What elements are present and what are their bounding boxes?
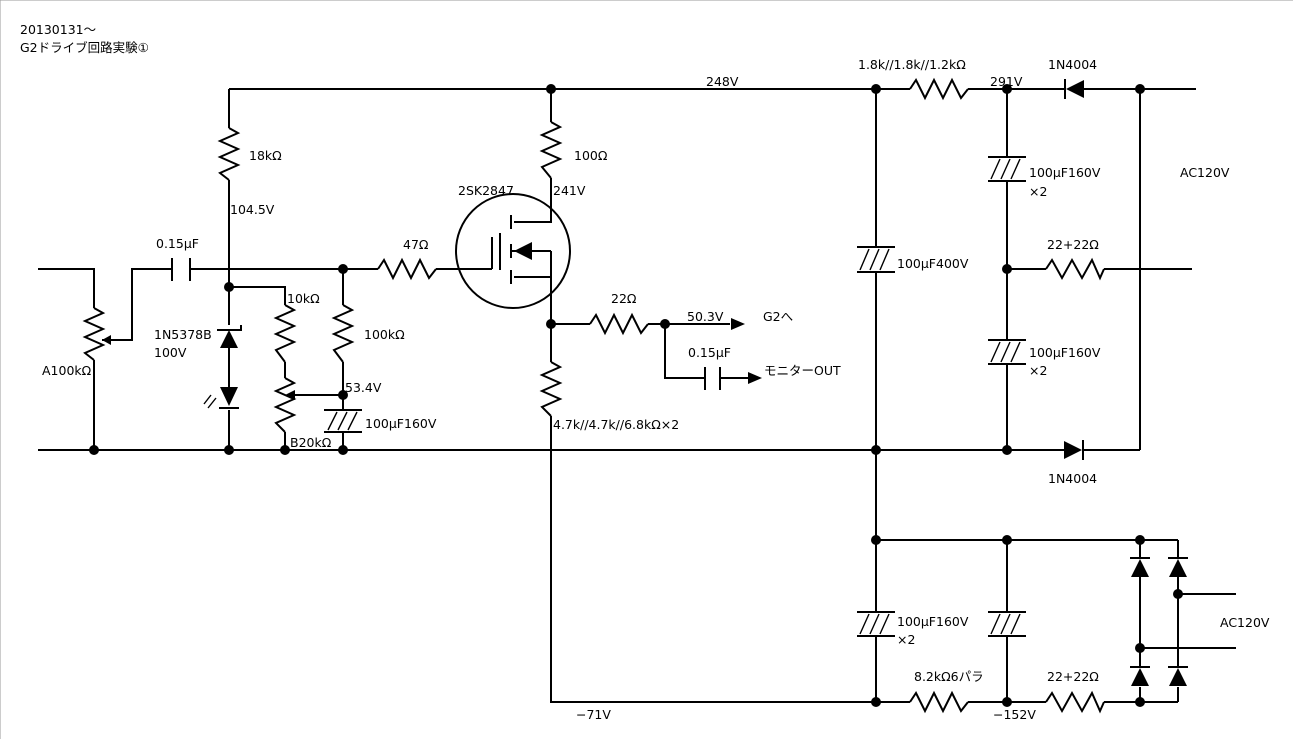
label-pot: A100kΩ xyxy=(42,363,92,378)
bridge-diode-4 xyxy=(1168,666,1188,686)
label-22-22-bottom: 22+22Ω xyxy=(1047,669,1099,684)
junctions xyxy=(89,84,1183,707)
label-cap-top-1: 100μF160V xyxy=(1029,165,1101,180)
label-source-resistor: 4.7k//4.7k//6.8kΩ×2 xyxy=(553,417,679,432)
label-monitor: モニターOUT xyxy=(764,363,841,378)
capacitor-monitor xyxy=(704,367,721,390)
capacitor-input xyxy=(171,258,191,281)
resistor-22-22-bot xyxy=(1045,690,1105,714)
label-diode-bottom: 1N4004 xyxy=(1048,471,1097,486)
resistor-22-22-top xyxy=(1045,257,1105,281)
bridge-diode-2 xyxy=(1168,557,1188,577)
capacitor-neg-left xyxy=(857,611,895,637)
label-cap-400v: 100μF400V xyxy=(897,256,969,271)
label-22ohm: 22Ω xyxy=(611,291,637,306)
resistor-8.2k xyxy=(909,690,969,714)
label-47ohm: 47Ω xyxy=(403,237,429,252)
label-neg-71v: −71V xyxy=(576,707,611,722)
capacitor-400v xyxy=(857,246,895,273)
mosfet-2sk2847 xyxy=(455,193,571,309)
resistor-100k xyxy=(331,304,355,363)
label-104v: 104.5V xyxy=(230,202,275,217)
label-diode-top: 1N4004 xyxy=(1048,57,1097,72)
monitor-arrow xyxy=(748,372,762,384)
label-50v: 50.3V xyxy=(687,309,724,324)
led-diode xyxy=(203,387,239,409)
diode-1n4004-top xyxy=(1064,79,1084,99)
resistor-1.8k xyxy=(909,77,969,101)
label-b20k: B20kΩ xyxy=(290,435,332,450)
resistor-18k xyxy=(217,127,241,181)
label-cap-mid-1: 100μF160V xyxy=(1029,345,1101,360)
label-8.2k: 8.2kΩ6パラ xyxy=(914,669,984,684)
label-cap-top-2: ×2 xyxy=(1029,184,1047,199)
label-cap-small: 100μF160V xyxy=(365,416,437,431)
title-line-2: G2ドライブ回路実験① xyxy=(20,40,149,55)
label-10k: 10kΩ xyxy=(287,291,320,306)
label-cap-neg-1: 100μF160V xyxy=(897,614,969,629)
label-ac-bottom: AC120V xyxy=(1220,615,1270,630)
resistor-100ohm-drain xyxy=(539,121,563,179)
label-18k: 18kΩ xyxy=(249,148,282,163)
capacitor-neg-right xyxy=(988,611,1026,637)
resistor-47ohm xyxy=(377,257,437,281)
label-zener-2: 100V xyxy=(154,345,187,360)
bridge-diode-3 xyxy=(1130,666,1150,686)
capacitor-top-right xyxy=(988,156,1026,182)
label-291v: 291V xyxy=(990,74,1023,89)
resistor-22ohm xyxy=(589,312,649,336)
resistor-source xyxy=(539,361,563,417)
capacitor-small-100uf xyxy=(324,409,362,433)
label-cap-input: 0.15μF xyxy=(156,236,199,251)
label-100ohm: 100Ω xyxy=(574,148,608,163)
potentiometer-a100k xyxy=(82,307,106,361)
label-zener-1: 1N5378B xyxy=(154,327,212,342)
label-241v: 241V xyxy=(553,183,586,198)
bridge-diode-1 xyxy=(1130,557,1150,577)
capacitor-mid-right xyxy=(988,339,1026,365)
zener-diode xyxy=(217,325,242,348)
label-248v: 248V xyxy=(706,74,739,89)
wires xyxy=(38,88,1236,703)
label-mosfet: 2SK2847 xyxy=(458,183,514,198)
resistor-b20k xyxy=(273,377,297,433)
label-53v: 53.4V xyxy=(345,380,382,395)
label-cap-neg-2: ×2 xyxy=(897,632,915,647)
g2-arrow xyxy=(731,318,745,330)
label-neg-152v: −152V xyxy=(993,707,1036,722)
diode-1n4004-bottom xyxy=(1064,440,1084,460)
label-22-22-top: 22+22Ω xyxy=(1047,237,1099,252)
label-cap-mid-2: ×2 xyxy=(1029,363,1047,378)
title-line-1: 20130131～ xyxy=(20,22,96,37)
label-g2: G2へ xyxy=(763,309,793,324)
label-r-1.8k: 1.8k//1.8k//1.2kΩ xyxy=(858,57,966,72)
label-ac-top: AC120V xyxy=(1180,165,1230,180)
components xyxy=(82,77,1188,714)
labels: 248V 1.8k//1.8k//1.2kΩ 291V 1N4004 AC120… xyxy=(42,57,1270,722)
resistor-10k xyxy=(273,304,297,363)
label-100k: 100kΩ xyxy=(364,327,405,342)
label-cap-monitor: 0.15μF xyxy=(688,345,731,360)
